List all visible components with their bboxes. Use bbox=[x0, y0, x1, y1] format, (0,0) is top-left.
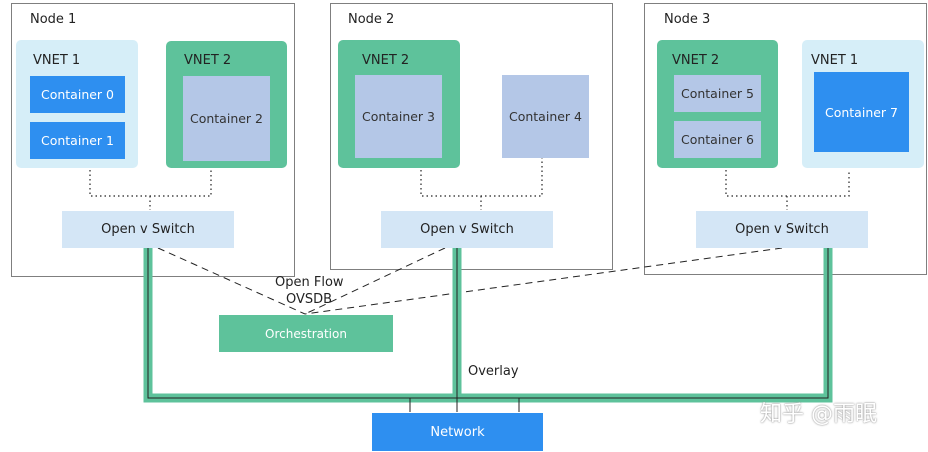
node-1-title: Node 1 bbox=[30, 12, 77, 27]
container-4: Container 4 bbox=[502, 75, 589, 158]
container-6: Container 6 bbox=[674, 121, 761, 158]
container-5: Container 5 bbox=[674, 75, 761, 112]
container-1: Container 1 bbox=[30, 122, 125, 159]
network-box: Network bbox=[372, 413, 543, 451]
node-3-title: Node 3 bbox=[664, 12, 711, 27]
node-1-vnet-2-label: VNET 2 bbox=[184, 53, 232, 68]
orchestration-box: Orchestration bbox=[219, 315, 393, 352]
node-2-open-v-switch: Open v Switch bbox=[381, 211, 553, 248]
node-2-title: Node 2 bbox=[348, 12, 395, 27]
overlay-label: Overlay bbox=[468, 364, 519, 379]
node-3-vnet-1-label: VNET 1 bbox=[811, 53, 859, 68]
node-3-open-v-switch: Open v Switch bbox=[696, 211, 868, 248]
container-7: Container 7 bbox=[814, 72, 909, 152]
node-1-vnet-1-label: VNET 1 bbox=[33, 53, 81, 68]
openflow-label: Open Flow bbox=[275, 275, 344, 290]
node-1-open-v-switch: Open v Switch bbox=[62, 211, 234, 248]
ovsdb-label: OVSDB bbox=[286, 292, 333, 307]
watermark-text: 知乎 @雨眠 bbox=[760, 402, 877, 427]
container-3: Container 3 bbox=[355, 75, 442, 158]
node-3-vnet-2-label: VNET 2 bbox=[672, 53, 720, 68]
container-0: Container 0 bbox=[30, 76, 125, 113]
node-2-vnet-2-label: VNET 2 bbox=[362, 53, 410, 68]
container-2: Container 2 bbox=[183, 76, 270, 161]
